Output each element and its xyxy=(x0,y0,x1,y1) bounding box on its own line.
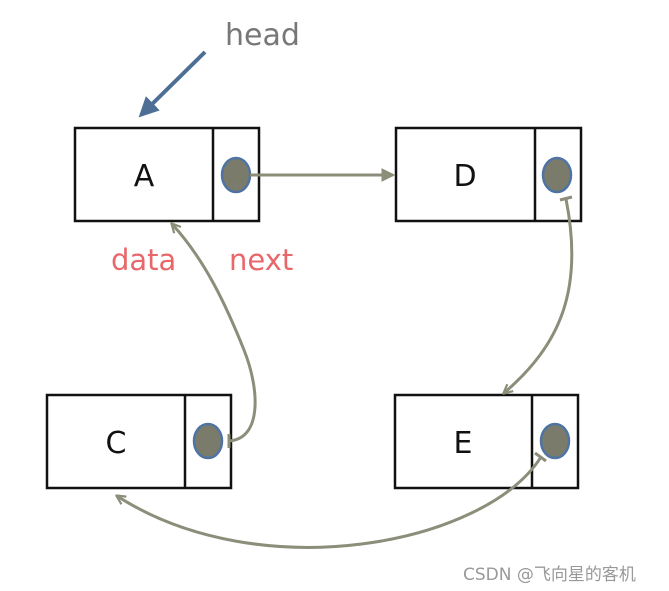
node-c-label: C xyxy=(106,426,127,461)
node-c: C xyxy=(45,393,233,490)
head-pointer-arrow xyxy=(138,50,207,118)
node-a-pointer-dot xyxy=(220,156,252,194)
next-field-label: next xyxy=(229,243,293,277)
node-a-label: A xyxy=(134,159,155,194)
edge-e-to-c-tail xyxy=(534,451,547,463)
edge-d-to-e xyxy=(504,198,574,393)
node-d-pointer-dot xyxy=(541,156,573,194)
node-d-label: D xyxy=(453,159,476,194)
node-d: D xyxy=(394,126,583,223)
node-a: A xyxy=(73,126,261,223)
edge-c-to-a xyxy=(172,224,257,443)
watermark: CSDN @飞向星的客机 xyxy=(463,565,636,585)
data-field-label: data xyxy=(111,243,176,277)
edge-d-to-e-tail xyxy=(559,195,573,202)
head-label: head xyxy=(225,18,300,53)
edge-e-to-c xyxy=(117,456,543,549)
node-e-label: E xyxy=(454,426,473,461)
node-e-pointer-dot xyxy=(539,422,571,460)
node-c-pointer-dot xyxy=(192,422,224,460)
node-e: E xyxy=(393,393,580,490)
